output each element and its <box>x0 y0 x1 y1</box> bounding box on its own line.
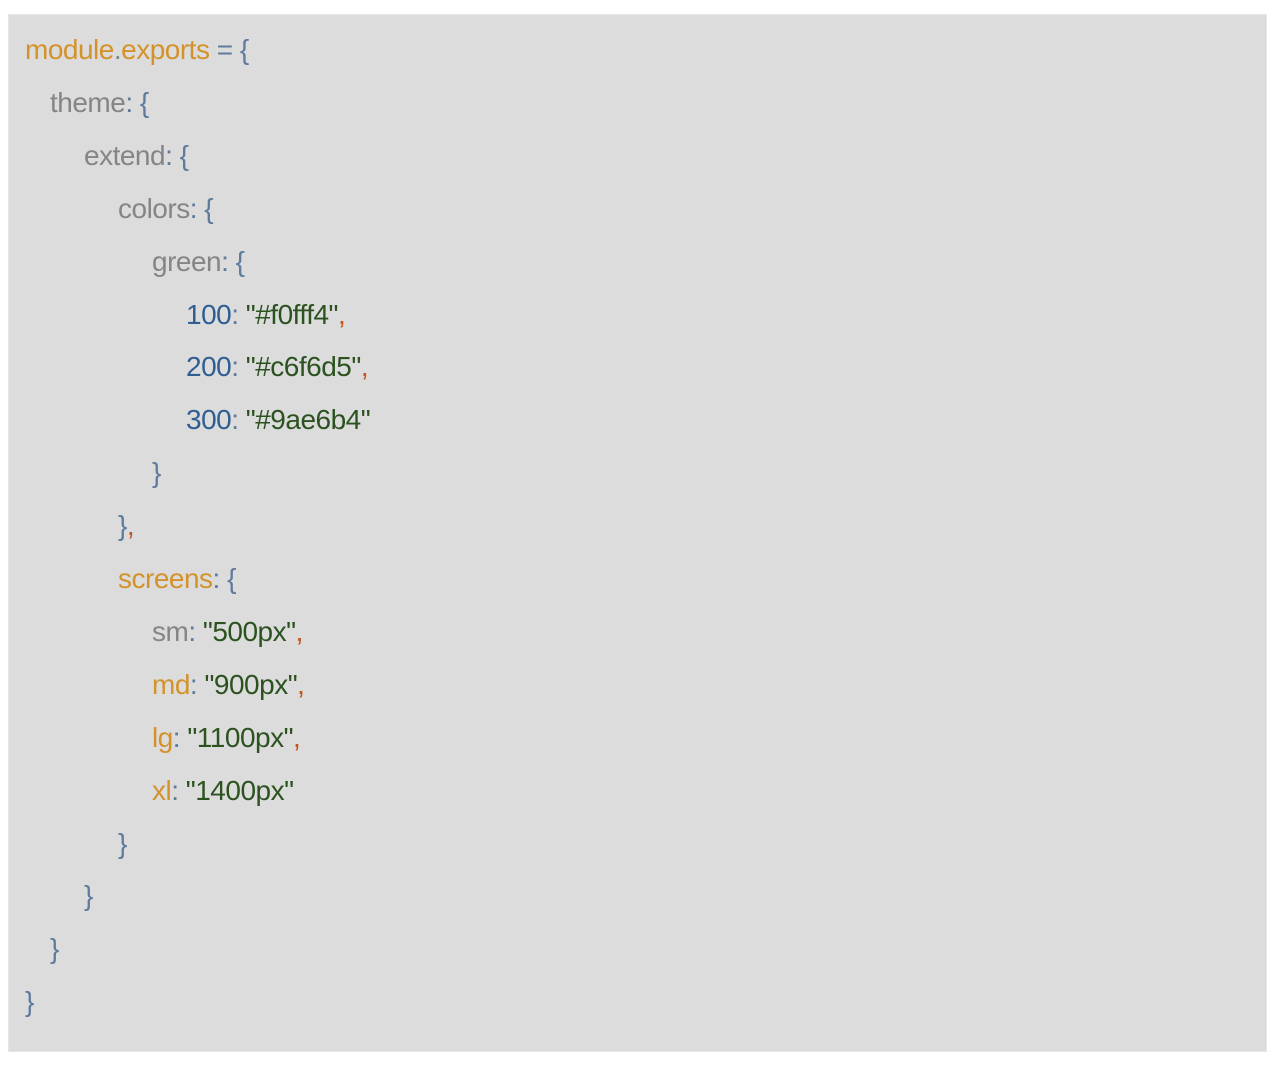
code-token-punc: } <box>118 510 127 542</box>
code-line: 100: "#f0fff4", <box>186 295 346 335</box>
code-token-str: "1100px" <box>187 721 294 753</box>
code-token-punc: } <box>25 986 34 1018</box>
code-token-comma: , <box>293 721 301 753</box>
code-token-punc: } <box>152 457 161 489</box>
code-line: md: "900px", <box>152 665 305 705</box>
code-token-punc: } <box>118 827 127 859</box>
code-line: } <box>25 982 34 1022</box>
code-token-num: 200 <box>186 351 232 383</box>
code-token-punc: : <box>231 298 246 330</box>
code-token-punc: : { <box>125 86 149 118</box>
code-line: colors: { <box>118 189 214 229</box>
code-token-str: "500px" <box>202 615 296 647</box>
code-token-punc: = { <box>209 34 250 65</box>
code-block: module.exports = {theme: {extend: {color… <box>8 14 1267 1052</box>
code-line: 300: "#9ae6b4" <box>186 400 371 440</box>
code-line: extend: { <box>84 136 189 176</box>
code-line: } <box>118 824 127 864</box>
code-token-kw: module <box>25 34 114 65</box>
code-token-str: "#c6f6d5" <box>245 351 362 383</box>
code-line: } <box>50 929 59 969</box>
code-token-punc: : { <box>189 192 214 224</box>
code-token-num: 100 <box>186 298 232 330</box>
code-token-punc: : <box>172 721 188 753</box>
code-line: lg: "1100px", <box>152 718 301 758</box>
code-token-punc: : { <box>212 563 237 594</box>
code-line: sm: "500px", <box>152 612 303 652</box>
code-token-punc: : { <box>165 139 189 171</box>
code-token-kw: lg <box>152 721 173 753</box>
code-token-str: "900px" <box>204 668 298 700</box>
code-token-comma: , <box>337 298 346 330</box>
code-token-str: "#9ae6b4" <box>245 404 371 436</box>
code-line: 200: "#c6f6d5", <box>186 347 369 387</box>
code-token-kw: exports <box>121 34 210 65</box>
code-token-id: colors <box>118 192 190 224</box>
code-token-comma: , <box>126 510 135 542</box>
code-token-punc: : <box>171 774 186 806</box>
code-token-punc: : <box>188 615 203 647</box>
code-token-punc: } <box>50 933 59 965</box>
code-token-id: sm <box>152 615 189 647</box>
code-token-comma: , <box>360 351 369 383</box>
code-line: xl: "1400px" <box>152 771 294 811</box>
code-token-punc: : <box>189 668 205 700</box>
code-line: green: { <box>152 242 245 282</box>
code-line: theme: { <box>50 83 149 123</box>
code-token-punc: : <box>231 351 246 383</box>
code-line: }, <box>118 506 135 546</box>
code-token-str: "#f0fff4" <box>245 298 339 330</box>
code-line: } <box>84 876 93 916</box>
code-token-punc: : <box>231 404 246 436</box>
code-token-comma: , <box>295 615 304 647</box>
code-token-num: 300 <box>186 404 232 436</box>
code-token-kw: screens <box>118 563 213 594</box>
code-token-id: extend <box>84 139 166 171</box>
code-token-id: green <box>152 245 222 277</box>
code-token-str: "1400px" <box>185 774 294 806</box>
code-token-punc: } <box>84 880 93 912</box>
code-line: screens: { <box>118 559 236 599</box>
code-token-kw: md <box>152 668 190 700</box>
code-token-id: theme <box>50 86 126 118</box>
code-token-id: . <box>113 34 122 65</box>
code-token-kw: xl <box>152 774 172 806</box>
code-token-punc: : { <box>221 245 245 277</box>
code-line: module.exports = { <box>25 30 249 70</box>
code-token-comma: , <box>297 668 305 700</box>
code-line: } <box>152 453 161 493</box>
